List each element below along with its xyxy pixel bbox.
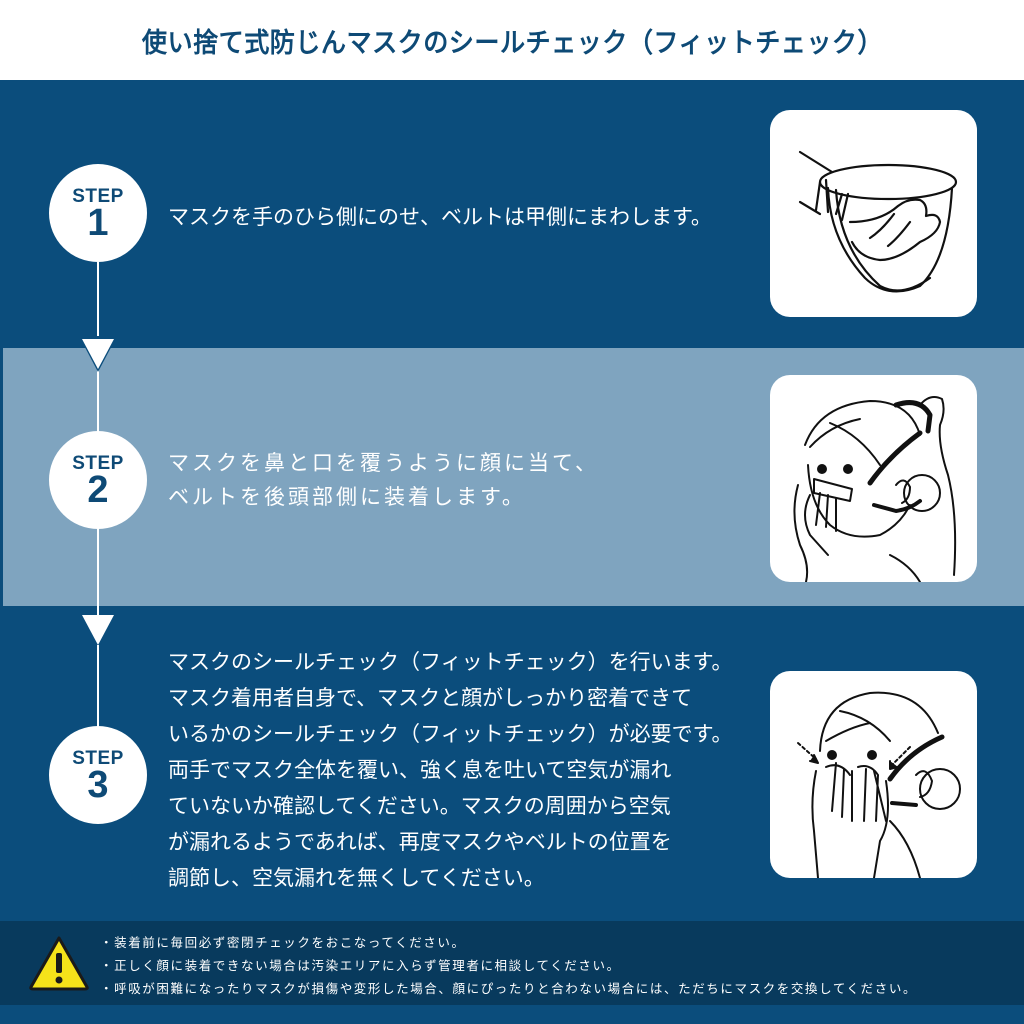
warning-box: ・装着前に毎回必ず密閉チェックをおこなってください。 ・正しく顔に装着できない場…	[0, 921, 1024, 1005]
header: 使い捨て式防じんマスクのシールチェック（フィットチェック）	[0, 0, 1024, 80]
connector-line-4	[97, 645, 99, 727]
step-label: STEP	[72, 747, 124, 769]
step3-line: 調節し、空気漏れを無くしてください。	[168, 866, 545, 890]
step3-illustration	[770, 671, 977, 878]
step-label: STEP	[72, 185, 124, 207]
step3-line: いるかのシールチェック（フィットチェック）が必要です。	[168, 722, 733, 746]
step1-line: マスクを手のひら側にのせ、ベルトは甲側にまわします。	[168, 205, 712, 229]
step1-illustration	[770, 110, 977, 317]
step2-line: ベルトを後頭部側に装着します。	[168, 485, 526, 509]
step3-line: が漏れるようであれば、再度マスクやベルトの位置を	[168, 830, 672, 854]
step1-badge: STEP 1	[49, 164, 147, 262]
step-label: STEP	[72, 452, 124, 474]
page-title: 使い捨て式防じんマスクのシールチェック（フィットチェック）	[141, 27, 883, 59]
connector-line-2	[97, 370, 99, 432]
seal-check-icon	[797, 691, 961, 878]
warning-list: ・装着前に毎回必ず密閉チェックをおこなってください。 ・正しく顔に装着できない場…	[100, 931, 917, 1000]
step3-line: ていないか確認してください。マスクの周囲から空気	[168, 794, 671, 818]
step3-line: 両手でマスク全体を覆い、強く息を吐いて空気が漏れ	[168, 758, 672, 782]
connector-line-3	[97, 528, 99, 620]
step3-badge: STEP 3	[49, 726, 147, 824]
step-number: 1	[87, 201, 109, 244]
mask-in-palm-icon	[798, 150, 958, 293]
connector-line-1	[97, 262, 99, 342]
warning-item: ・呼吸が困難になったりマスクが損傷や変形した場合、顔にぴったりと合わない場合には…	[100, 981, 918, 996]
step3-text: マスクのシールチェック（フィットチェック）を行います。 マスク着用者自身で、マス…	[168, 644, 732, 896]
step1-text: マスクを手のひら側にのせ、ベルトは甲側にまわします。	[168, 199, 712, 235]
step2-text: マスクを鼻と口を覆うように顔に当て、 ベルトを後頭部側に装着します。	[168, 446, 599, 514]
down-arrow-icon	[82, 339, 114, 369]
step2-line: マスクを鼻と口を覆うように顔に当て、	[168, 451, 599, 475]
warning-triangle-icon	[29, 936, 89, 991]
putting-on-mask-icon	[793, 396, 957, 582]
step-number: 3	[87, 763, 109, 806]
warning-item: ・装着前に毎回必ず密閉チェックをおこなってください。	[100, 935, 466, 950]
step3-line: マスクのシールチェック（フィットチェック）を行います。	[168, 650, 733, 674]
down-arrow-icon	[82, 615, 114, 645]
step3-line: マスク着用者自身で、マスクと顔がしっかり密着できて	[168, 686, 693, 710]
step-number: 2	[87, 468, 109, 511]
step2-badge: STEP 2	[49, 431, 147, 529]
step2-illustration	[770, 375, 977, 582]
warning-item: ・正しく顔に装着できない場合は汚染エリアに入らず管理者に相談してください。	[100, 958, 621, 973]
